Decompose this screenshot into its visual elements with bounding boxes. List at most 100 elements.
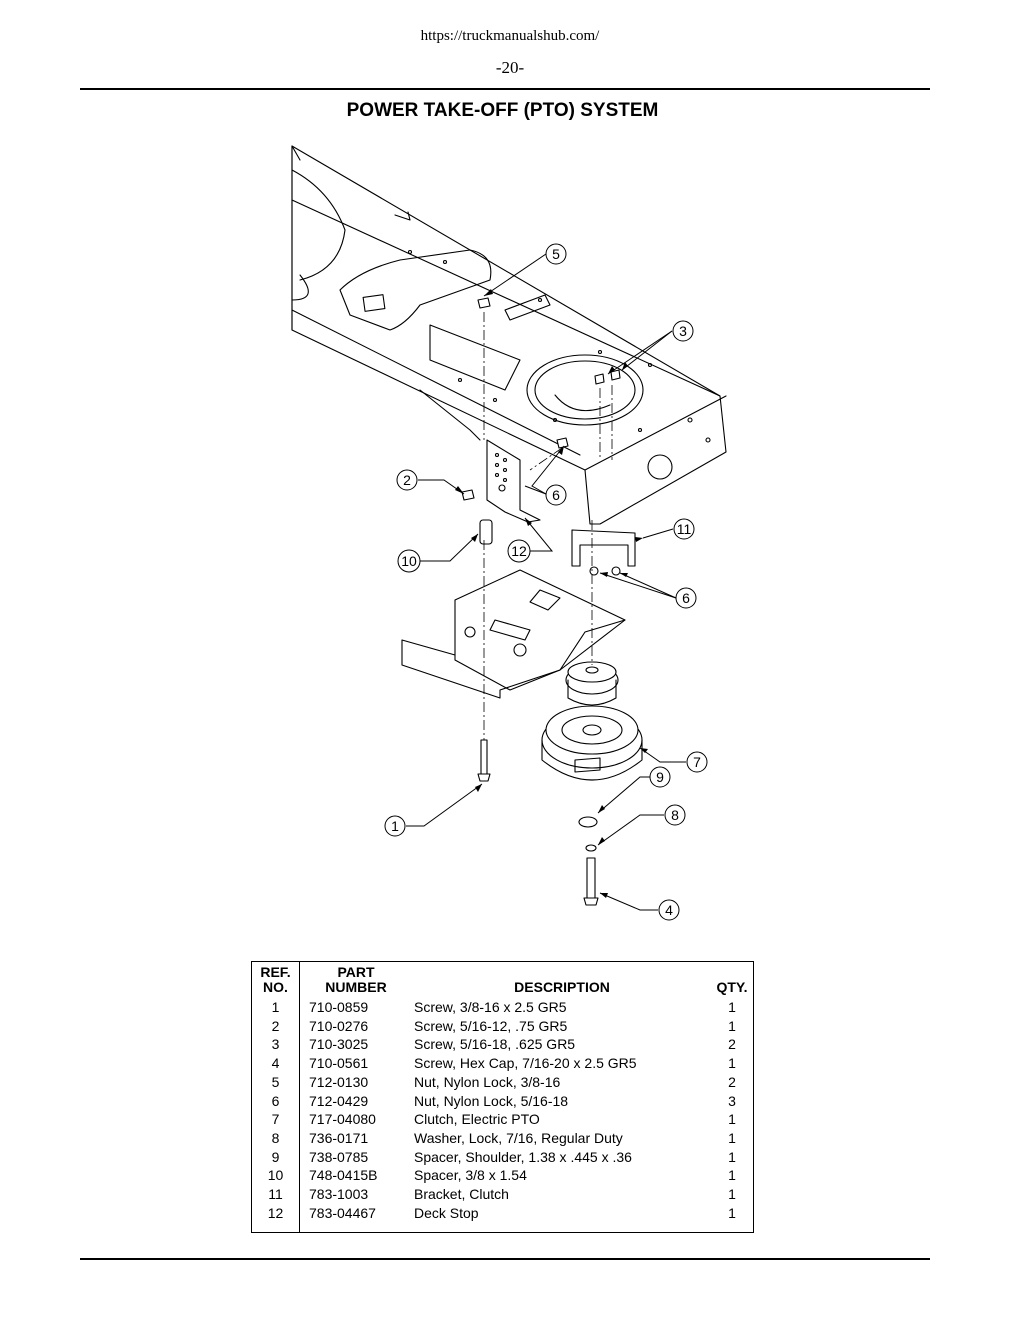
callout-circle — [397, 549, 421, 573]
deck-stop-bracket — [486, 439, 541, 523]
header-description: DESCRIPTION — [514, 979, 610, 995]
qty-cell: 2 — [728, 1073, 736, 1090]
qty-cell: 1 — [728, 999, 736, 1015]
description-cell: Nut, Nylon Lock, 5/16-18 — [414, 1092, 569, 1109]
part-number-cell: 712-0429 — [309, 1092, 369, 1109]
ref-no-cell: 10 — [267, 1167, 284, 1184]
callout-label: 3 — [679, 323, 687, 339]
header-ref-line1: REF. — [260, 964, 291, 980]
description-cell: Nut, Nylon Lock, 3/8-16 — [414, 1073, 561, 1090]
part-number-cell: 783-1003 — [309, 1186, 369, 1202]
ref-no-cell: 6 — [271, 1092, 280, 1109]
part-number-cell: 717-04080 — [309, 1111, 376, 1128]
part-number-cell: 710-3025 — [309, 1036, 369, 1053]
column-divider — [299, 962, 300, 1232]
part-number-cell: 710-0561 — [309, 1055, 369, 1072]
ref-no-cell: 12 — [267, 1204, 284, 1221]
page-number: -20- — [495, 58, 525, 77]
ref-no-cell: 7 — [271, 1111, 280, 1128]
source-url: https://truckmanualshub.com/ — [420, 28, 600, 44]
ref-no-cell: 5 — [271, 1073, 280, 1090]
description-cell: Clutch, Electric PTO — [414, 1111, 540, 1128]
qty-cell: 1 — [728, 1055, 736, 1072]
callout-label: 7 — [693, 754, 701, 770]
table-row: 1 710-0859 Screw, 3/8-16 x 2.5 GR5 1 — [252, 999, 753, 1018]
qty-cell: 2 — [728, 1036, 736, 1053]
callout-label: 5 — [552, 246, 560, 262]
pto-mounting-plate — [401, 569, 626, 699]
callout-circle — [673, 518, 695, 540]
table-row: 7 717-04080 Clutch, Electric PTO 1 — [252, 1111, 753, 1130]
qty-cell: 1 — [728, 1204, 736, 1221]
callout-circle — [384, 815, 406, 837]
callout-circle — [507, 539, 531, 563]
qty-cell: 1 — [728, 1186, 736, 1202]
shoulder-spacer — [578, 816, 598, 828]
callout-label: 2 — [403, 472, 411, 488]
ref-no-cell: 2 — [271, 1017, 280, 1034]
qty-cell: 1 — [728, 1129, 736, 1146]
callout-label: 4 — [665, 902, 673, 918]
part-number-cell: 710-0859 — [309, 999, 369, 1015]
description-cell: Spacer, Shoulder, 1.38 x .445 x .36 — [414, 1148, 632, 1165]
table-row: 4 710-0561 Screw, Hex Cap, 7/16-20 x 2.5 G… — [252, 1055, 753, 1074]
description-cell: Spacer, 3/8 x 1.54 — [414, 1167, 527, 1184]
part-number-cell: 738-0785 — [309, 1148, 369, 1165]
callout-circle — [664, 804, 686, 826]
bottom-rule — [80, 1258, 930, 1260]
header-qty: QTY. — [716, 979, 748, 995]
spacer-part — [479, 519, 493, 545]
table-row: 11 783-1003 Bracket, Clutch 1 — [252, 1186, 753, 1205]
description-cell: Screw, 5/16-18, .625 GR5 — [414, 1036, 576, 1053]
description-cell: Washer, Lock, 7/16, Regular Duty — [414, 1129, 623, 1146]
part-number-cell: 783-04467 — [309, 1204, 376, 1221]
ref-no-cell: 9 — [271, 1148, 280, 1165]
electric-pto-clutch — [541, 661, 643, 781]
page-title: POWER TAKE-OFF (PTO) SYSTEM — [346, 100, 659, 121]
clutch-bracket — [571, 529, 636, 567]
hex-cap-screw — [583, 857, 599, 906]
header-part-line1: PART — [337, 964, 375, 980]
part-number-cell: 712-0130 — [309, 1073, 369, 1090]
part-number-cell: 748-0415B — [309, 1167, 378, 1184]
description-cell: Bracket, Clutch — [414, 1186, 509, 1202]
callout-circle — [396, 469, 418, 491]
qty-cell: 1 — [728, 1167, 736, 1184]
table-row: 9 738-0785 Spacer, Shoulder, 1.38 x .445 x… — [252, 1149, 753, 1168]
ref-no-cell: 3 — [271, 1036, 280, 1053]
qty-cell: 3 — [728, 1092, 736, 1109]
ref-no-cell: 1 — [271, 999, 280, 1015]
callout-circle — [545, 484, 567, 506]
part-number-cell: 710-0276 — [309, 1017, 369, 1034]
lock-washer — [585, 844, 597, 852]
callout-label: 11 — [677, 521, 692, 537]
ref-no-cell: 11 — [268, 1186, 283, 1202]
tractor-frame — [291, 145, 727, 525]
callout-circle — [545, 243, 567, 265]
callout-label: 8 — [671, 807, 679, 823]
part-number-cell: 736-0171 — [309, 1129, 369, 1146]
description-cell: Screw, Hex Cap, 7/16-20 x 2.5 GR5 — [414, 1055, 637, 1072]
header-part-number: PART NUMBER — [304, 965, 408, 995]
description-cell: Screw, 3/8-16 x 2.5 GR5 — [414, 999, 567, 1015]
callout-label: 10 — [401, 553, 417, 569]
callout-label: 6 — [552, 487, 560, 503]
callout-circle — [686, 751, 708, 773]
callout-label: 9 — [656, 769, 664, 785]
qty-cell: 1 — [728, 1111, 736, 1128]
callout-circle — [649, 766, 671, 788]
top-rule — [80, 88, 930, 90]
ref-no-cell: 4 — [271, 1055, 280, 1072]
header-part-line2: NUMBER — [325, 979, 387, 995]
callout-circle — [658, 899, 680, 921]
shoulder-screw — [477, 739, 491, 782]
table-row: 3 710-3025 Screw, 5/16-18, .625 GR5 2 — [252, 1036, 753, 1055]
callout-label: 12 — [511, 543, 527, 559]
header-ref-no: REF. NO. — [252, 965, 299, 995]
exploded-parts-diagram: 5 3 2 6 11 10 12 6 7 9 8 1 4 — [291, 145, 727, 921]
callout-circle — [672, 320, 694, 342]
